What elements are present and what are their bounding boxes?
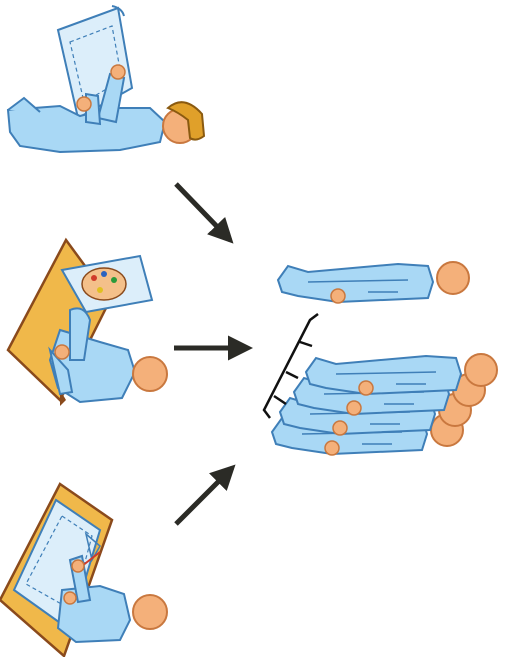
- builder-figure: [6, 5, 206, 154]
- reclining-person-icon: [277, 261, 470, 304]
- stacked-people-icon: [271, 353, 498, 456]
- drafter-figure: [0, 482, 168, 657]
- single-figure: [277, 261, 470, 304]
- arrow-top: [174, 182, 234, 244]
- group-bracket: [262, 313, 319, 419]
- arrow-bottom: [174, 464, 236, 526]
- group-figures: [262, 313, 498, 456]
- painter-figure: [6, 237, 168, 406]
- worker-with-blueprint-icon: [6, 5, 206, 154]
- artist-with-palette-icon: [6, 237, 168, 406]
- drafter-at-drawing-board-icon: [0, 482, 168, 657]
